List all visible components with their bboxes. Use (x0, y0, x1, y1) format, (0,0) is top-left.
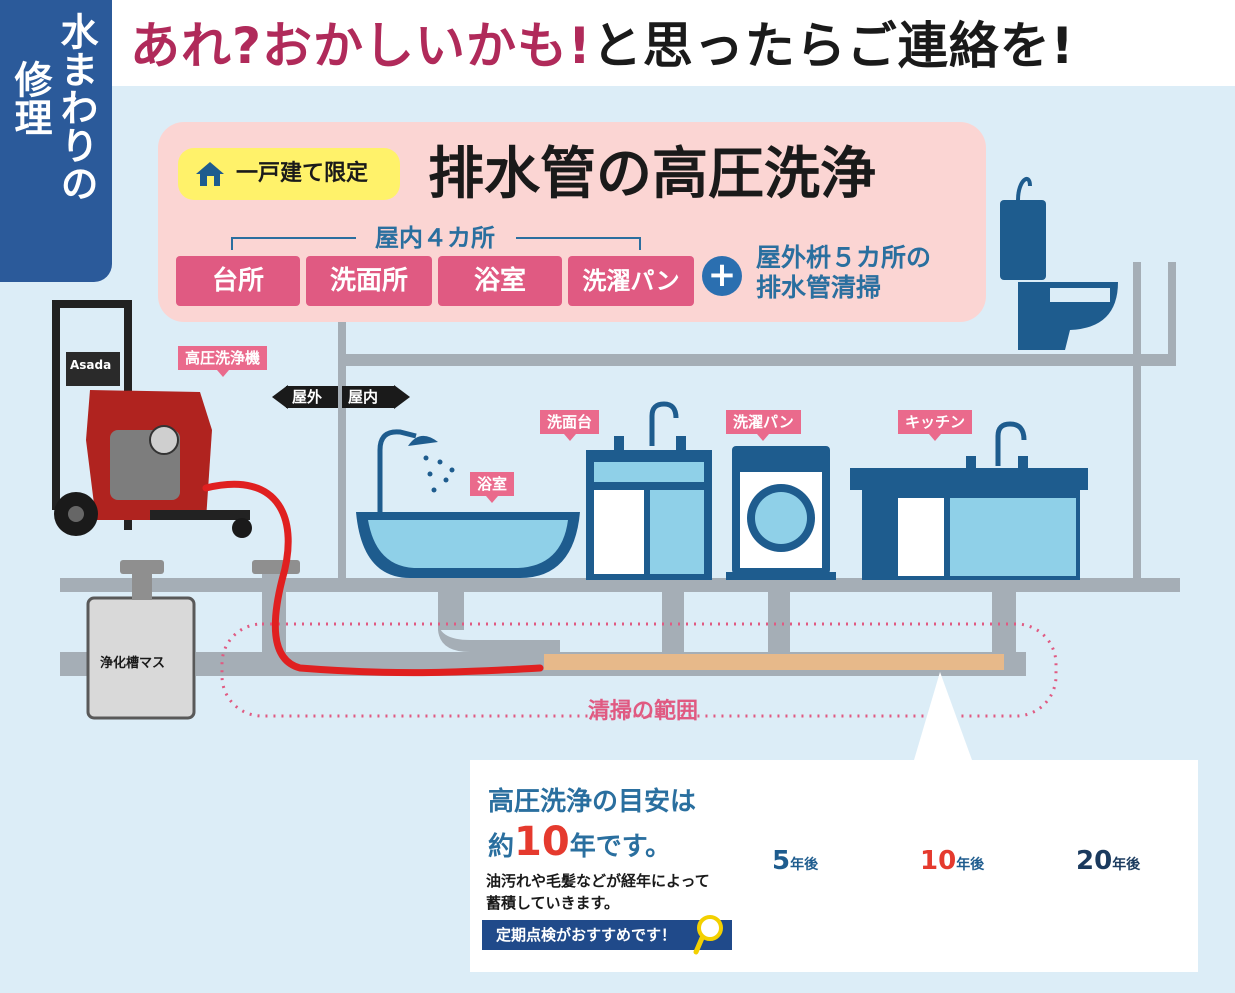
bathtub-icon (356, 429, 580, 578)
washer-brand: Asada (70, 358, 112, 372)
pressure-washer-icon (52, 300, 252, 538)
floor-slab (60, 578, 1180, 592)
room-kitchen: 台所 (176, 256, 300, 306)
frame-post-right (1133, 262, 1141, 582)
red-hose (202, 480, 544, 677)
outdoor-indoor-arrow (272, 385, 410, 409)
room-bathroom: 浴室 (438, 256, 562, 306)
septic-cover (120, 560, 164, 574)
category-side-tab: 水まわりの 修理 (0, 0, 112, 282)
side-tab-line2: 修理 (8, 60, 52, 136)
outdoor-basin-cover (252, 560, 300, 574)
frame-post-left (338, 322, 346, 582)
washer-tag: 高圧洗浄機 (178, 346, 268, 377)
callout-pointer (914, 672, 972, 760)
room-washroom: 洗面所 (306, 256, 432, 306)
plus-icon: + (702, 256, 742, 296)
cleaning-range-outline (220, 622, 1058, 718)
outdoor-label: 屋外 (292, 388, 323, 406)
cleaning-guideline-callout: 高圧洗浄の目安は 約10年です。 油汚れや毛髪などが経年によって蓄積していきます… (470, 760, 1198, 972)
recommend-inspection-banner: 定期点検がおすすめです！ (482, 920, 732, 950)
guideline-description: 油汚れや毛髪などが経年によって蓄積していきます。 (486, 872, 710, 912)
septic-tank-label: 浄化槽マス (100, 656, 166, 671)
indoor-label: 屋内 (348, 388, 379, 406)
outdoor-line2: 排水管清掃 (756, 273, 882, 302)
washing-machine-icon (726, 446, 836, 580)
washbasin-icon (586, 401, 712, 580)
outdoor-cleaning-label: 屋外枡５カ所の 排水管清掃 (756, 243, 931, 303)
guideline-years: 10 (514, 819, 570, 865)
upper-floor-beam (338, 354, 1176, 366)
headline-part1: あれ?おかしいかも! (130, 17, 592, 75)
bath-tag: 浴室 (470, 472, 515, 503)
laundry-tag: 洗濯パン (726, 410, 801, 441)
plan-title: 排水管の高圧洗浄 (428, 142, 876, 207)
side-tab-line1: 水まわりの (54, 12, 98, 202)
headline: あれ?おかしいかも!と思ったらご連絡を! (130, 14, 1190, 78)
stage-10-label: 10年後 (920, 846, 985, 876)
headline-part2: と思ったらご連絡を! (591, 17, 1075, 75)
guideline-title-line2: 約10年です。 (488, 819, 672, 865)
toilet-icon (1000, 177, 1118, 350)
stage-20-label: 20年後 (1076, 846, 1141, 876)
kitchen-icon (850, 421, 1088, 580)
outdoor-line1: 屋外枡５カ所の (756, 243, 932, 272)
cleaning-range-label: 清掃の範囲 (588, 699, 699, 724)
washbasin-tag: 洗面台 (540, 410, 600, 441)
indoor-bracket (231, 237, 641, 250)
guideline-title-line1: 高圧洗浄の目安は (488, 787, 697, 817)
house-icon (196, 162, 224, 186)
magnifier-icon (693, 915, 723, 955)
frame-post-far-right (1168, 262, 1176, 362)
indoor-locations-label: 屋内４カ所 (375, 224, 495, 252)
detached-house-badge: 一戸建て限定 (178, 148, 400, 200)
kitchen-tag: キッチン (898, 410, 973, 441)
badge-label: 一戸建て限定 (236, 161, 369, 186)
residue-buildup (544, 654, 1004, 670)
room-laundry-pan: 洗濯パン (568, 256, 694, 306)
stage-5-label: 5年後 (772, 846, 819, 876)
